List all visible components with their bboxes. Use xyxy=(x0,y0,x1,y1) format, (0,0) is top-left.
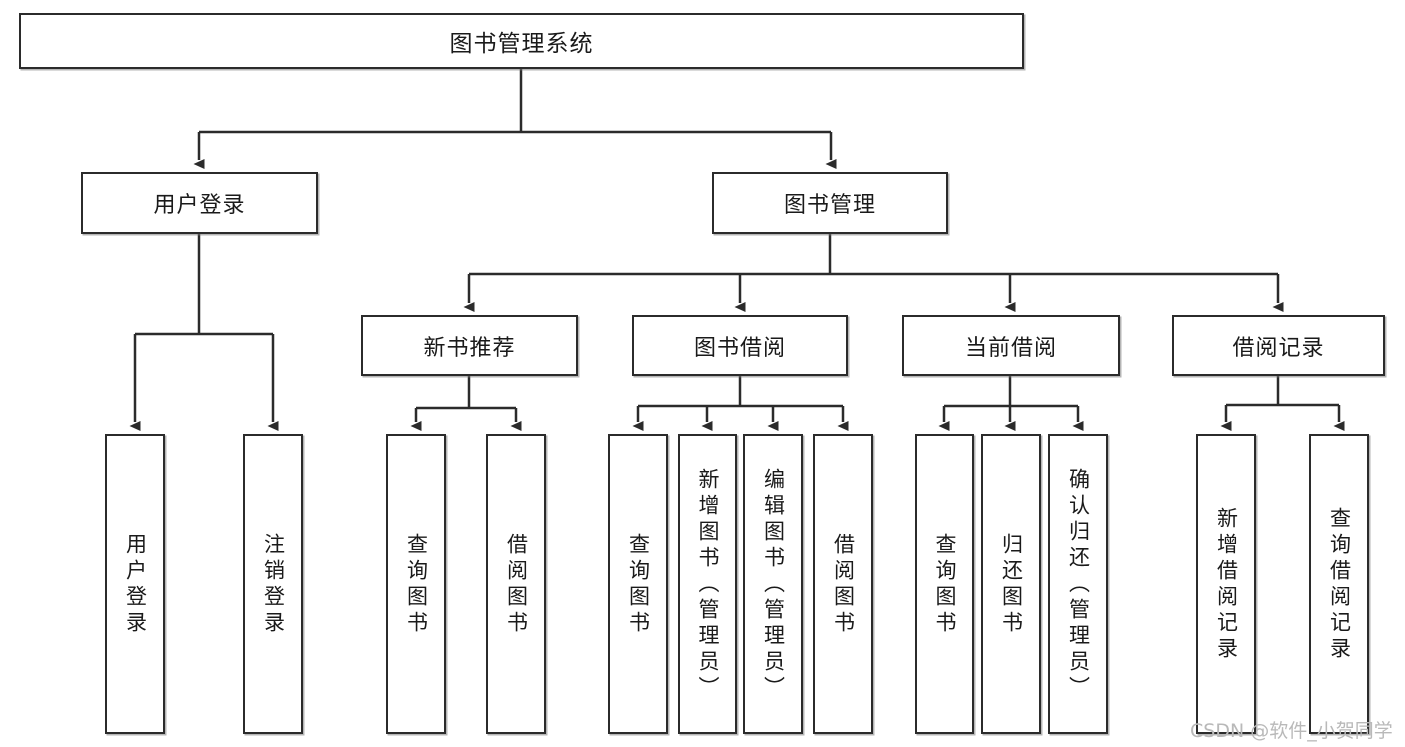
node-user-login[interactable]: 用户登录 xyxy=(81,172,318,234)
leaf-add-borrow-record[interactable]: 新增借阅记录 xyxy=(1196,434,1256,734)
leaf-borrow-book-recommend[interactable]: 借阅图书 xyxy=(486,434,546,734)
node-label: 新增图书（管理员） xyxy=(696,468,720,702)
leaf-query-book-recommend[interactable]: 查询图书 xyxy=(386,434,446,734)
node-root[interactable]: 图书管理系统 xyxy=(19,13,1024,69)
node-borrow-record[interactable]: 借阅记录 xyxy=(1172,315,1385,376)
leaf-query-book-current[interactable]: 查询图书 xyxy=(915,434,974,734)
node-current-borrow[interactable]: 当前借阅 xyxy=(902,315,1120,376)
leaf-add-book-admin[interactable]: 新增图书（管理员） xyxy=(678,434,737,734)
node-label: 注销登录 xyxy=(261,533,286,637)
leaf-query-book-borrow[interactable]: 查询图书 xyxy=(608,434,668,734)
leaf-confirm-return-admin[interactable]: 确认归还（管理员） xyxy=(1048,434,1108,734)
node-label: 新增借阅记录 xyxy=(1214,507,1239,663)
leaf-return-book[interactable]: 归还图书 xyxy=(981,434,1041,734)
node-label: 确认归还（管理员） xyxy=(1066,468,1091,702)
node-label: 借阅图书 xyxy=(504,533,529,637)
node-label: 借阅图书 xyxy=(831,533,856,637)
leaf-user-login[interactable]: 用户登录 xyxy=(105,434,165,734)
leaf-query-borrow-record[interactable]: 查询借阅记录 xyxy=(1309,434,1369,734)
node-label: 新书推荐 xyxy=(423,335,516,361)
node-label: 查询图书 xyxy=(404,533,429,637)
leaf-logout[interactable]: 注销登录 xyxy=(243,434,303,734)
node-label: 查询图书 xyxy=(933,533,957,637)
node-label: 归还图书 xyxy=(999,533,1024,637)
node-label: 借阅记录 xyxy=(1232,335,1325,361)
node-label: 查询图书 xyxy=(626,533,651,637)
node-label: 图书借阅 xyxy=(693,335,786,361)
node-new-book-recommend[interactable]: 新书推荐 xyxy=(361,315,578,376)
node-label: 查询借阅记录 xyxy=(1327,507,1352,663)
node-label: 用户登录 xyxy=(123,533,148,637)
leaf-edit-book-admin[interactable]: 编辑图书（管理员） xyxy=(743,434,803,734)
watermark: CSDN @软件_小贺同学 xyxy=(1190,720,1393,742)
node-book-management[interactable]: 图书管理 xyxy=(712,172,948,234)
node-book-borrow[interactable]: 图书借阅 xyxy=(632,315,848,376)
node-label: 编辑图书（管理员） xyxy=(761,468,786,702)
node-label: 用户登录 xyxy=(153,193,246,218)
node-label: 当前借阅 xyxy=(964,335,1057,361)
node-label: 图书管理系统 xyxy=(449,31,594,57)
node-label: 图书管理 xyxy=(783,193,876,218)
leaf-borrow-book[interactable]: 借阅图书 xyxy=(813,434,873,734)
